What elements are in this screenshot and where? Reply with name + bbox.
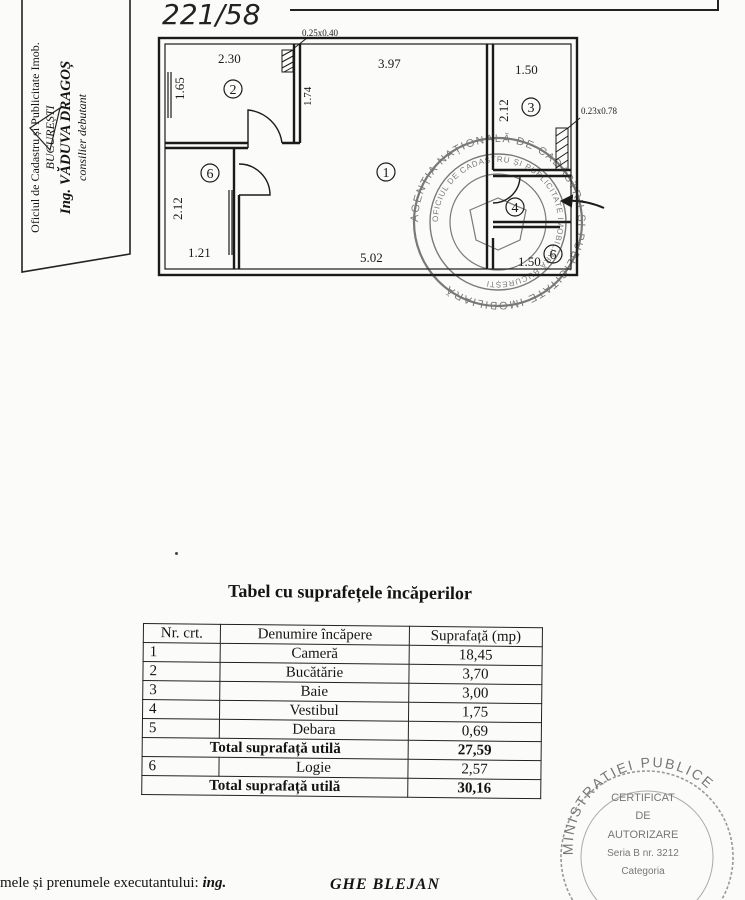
- left-stamp-line3: Ing. VĂDUVA DRAGOȘ: [58, 60, 74, 215]
- handwritten-code: 221/58: [162, 0, 261, 31]
- row-nr: 4: [142, 699, 220, 720]
- stray-dot: [175, 552, 178, 555]
- dim-150-bottom: 1.50: [518, 254, 541, 269]
- row-name: Debara: [219, 719, 409, 741]
- floor-plan: 221/58: [157, 0, 719, 310]
- total-area: 30,16: [407, 778, 541, 799]
- row-nr: 2: [142, 661, 221, 682]
- seal-line2: DE: [635, 810, 651, 822]
- row-name: Bucătărie: [219, 662, 410, 684]
- dim-165: 1.65: [172, 77, 187, 100]
- left-stamp-text: Oficiul de Cadastru și Publicitate Imob.…: [20, 0, 132, 275]
- vent-hatch-right: [555, 117, 581, 171]
- dim-150: 1.50: [515, 62, 538, 77]
- room-marker-6-right: 6: [550, 248, 557, 263]
- row-nr: 3: [142, 680, 220, 701]
- executant-title: ing.: [202, 875, 227, 891]
- dim-397: 3.97: [378, 56, 401, 71]
- executant-label-text: mele și prenumele executantului:: [0, 875, 203, 891]
- header-nr: Nr. crt.: [143, 623, 221, 644]
- dim-174: 1.74: [302, 86, 314, 106]
- left-stamp-line1: Oficiul de Cadastru și Publicitate Imob.: [28, 42, 42, 233]
- header-box: [290, 0, 719, 11]
- left-stamp-frame: [21, 0, 131, 273]
- note-vent-right: 0.23x0.78: [581, 106, 618, 116]
- dim-121: 1.21: [188, 245, 211, 260]
- row-area: 1,75: [408, 702, 542, 723]
- window-marks: [167, 72, 233, 255]
- authorization-seal: MINISTRATIEI PUBLICE: [560, 754, 734, 900]
- header-area: Suprafață (mp): [409, 626, 543, 647]
- row-area: 3,70: [408, 664, 543, 685]
- left-stamp-line4: consilier debutant: [75, 94, 89, 181]
- header-name: Denumire încăpere: [220, 624, 410, 646]
- row-area: 2,57: [407, 759, 542, 780]
- room-marker-2: 2: [230, 83, 237, 98]
- row-nr: 1: [143, 642, 221, 663]
- row-nr: 6: [141, 756, 220, 777]
- plan-walls: [157, 36, 579, 277]
- executant-label: mele și prenumele executantului: ing.: [0, 875, 226, 892]
- door-swings: [238, 109, 521, 204]
- row-nr: 5: [142, 718, 220, 739]
- seal-line4: Seria B nr. 3212: [607, 848, 679, 859]
- row-area: 18,45: [409, 645, 543, 666]
- total-area: 27,59: [408, 740, 542, 761]
- dim-212-right: 2.12: [496, 99, 511, 122]
- left-stamp: Oficiul de Cadastru și Publicitate Imob.…: [20, 0, 132, 275]
- room-marker-3: 3: [528, 101, 535, 116]
- row-name: Vestibul: [219, 700, 409, 722]
- seal-line5: Categoria: [621, 866, 665, 877]
- dim-212-left: 2.12: [170, 197, 185, 220]
- row-name: Baie: [219, 681, 409, 703]
- row-name: Logie: [218, 757, 409, 779]
- seal-line1: CERTIFICAT: [611, 792, 675, 804]
- row-area: 3,00: [408, 683, 542, 704]
- total-label: Total suprafață utilă: [141, 775, 408, 798]
- table-total-row: Total suprafață utilă 30,16: [141, 775, 541, 799]
- room-marker-1: 1: [383, 166, 390, 181]
- room-marker-6-left: 6: [207, 167, 214, 182]
- row-area: 0,69: [408, 721, 542, 742]
- room-marker-4: 4: [512, 201, 519, 216]
- seal-line3: AUTORIZARE: [607, 829, 679, 841]
- dim-502: 5.02: [360, 250, 383, 265]
- executant-name: GHE BLEJAN: [330, 876, 441, 893]
- row-name: Cameră: [220, 643, 410, 665]
- vent-hatch-top: [281, 37, 308, 73]
- dim-230: 2.30: [218, 51, 241, 66]
- note-vent-top: 0.25x0.40: [302, 28, 339, 38]
- entrance-arrow: [559, 194, 605, 209]
- rooms-table: Nr. crt. Denumire încăpere Suprafață (mp…: [141, 623, 543, 799]
- left-stamp-line2: BUCUREȘTI: [43, 105, 57, 170]
- table-title: Tabel cu suprafețele încăperilor: [228, 580, 473, 604]
